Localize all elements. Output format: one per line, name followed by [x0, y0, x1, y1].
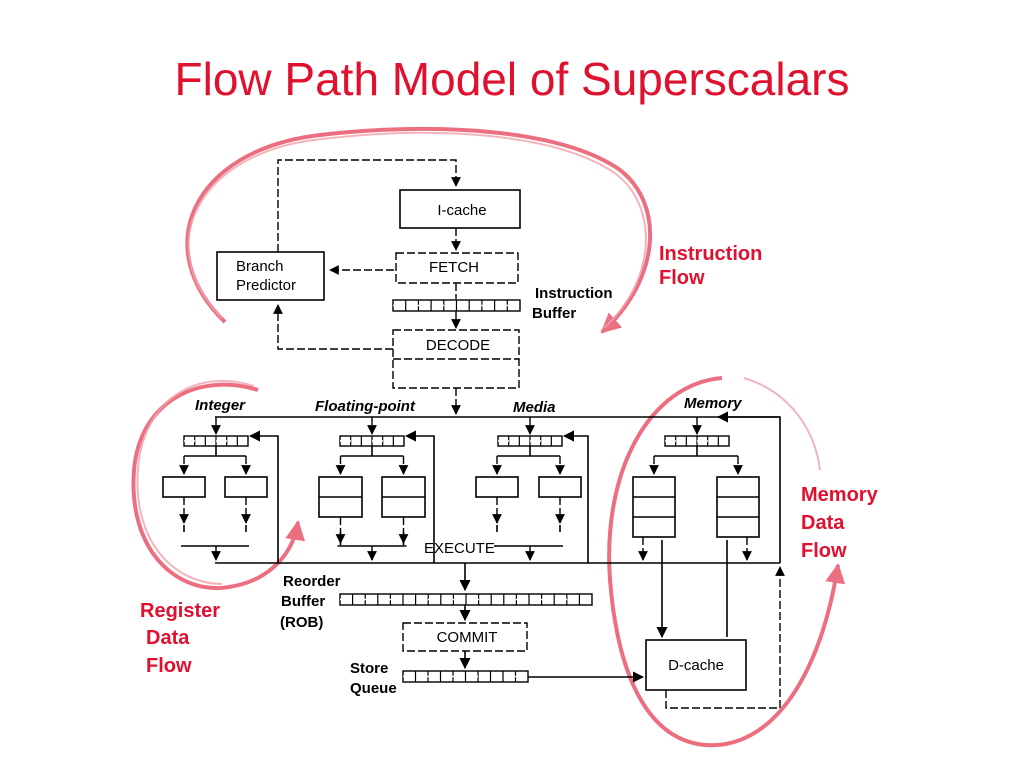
instruction-buffer-queue [392, 299, 521, 312]
media-unit [475, 417, 589, 563]
branch-predictor-label-1: Branch [236, 258, 284, 275]
register-flow-label-2: Data [146, 627, 190, 649]
floating-point-pipe-left [318, 476, 363, 518]
integer-pipe-left [162, 476, 206, 498]
memory-label: Memory [684, 395, 742, 412]
floating-point-unit [318, 417, 435, 563]
commit-label: COMMIT [437, 629, 498, 646]
memory-unit [632, 417, 760, 561]
reorder-buffer-queue [339, 593, 593, 606]
memory-pipe-right [716, 476, 760, 538]
reorder-buffer-label-1: Reorder [283, 573, 341, 590]
instruction-buffer [392, 299, 521, 312]
icache-label: I-cache [437, 202, 486, 219]
page-title: Flow Path Model of Superscalars [174, 53, 850, 105]
memory-flow-label-2: Data [801, 512, 845, 534]
instruction-flow-label-1: Instruction [659, 243, 762, 265]
store-queue [402, 670, 529, 683]
dcache-block: D-cache [645, 639, 747, 691]
register-flow-loop [131, 379, 306, 591]
instruction-buffer-label-1: Instruction [535, 285, 613, 302]
execute-label: EXECUTE [424, 540, 495, 557]
instruction-flow-loop [185, 126, 653, 334]
store-queue-label-2: Queue [350, 680, 397, 697]
media-reservation-station [497, 435, 563, 447]
media-pipe-right [538, 476, 582, 498]
media-label: Media [513, 399, 556, 416]
decode-block: DECODE [392, 329, 520, 389]
functional-units [162, 417, 760, 563]
integer-label: Integer [195, 397, 246, 414]
register-flow-label-1: Register [140, 600, 220, 622]
floating-point-label: Floating-point [315, 398, 416, 415]
store-queue-label-1: Store [350, 660, 388, 677]
reorder-buffer [339, 593, 593, 606]
instruction-buffer-label-2: Buffer [532, 305, 576, 322]
floating-point-reservation-station [339, 435, 405, 447]
instruction-flow-label-2: Flow [659, 267, 705, 289]
fetch-label: FETCH [429, 259, 479, 276]
memory-flow-loop [607, 376, 846, 748]
media-pipe-left [475, 476, 519, 498]
memory-reservation-station [664, 435, 730, 447]
reorder-buffer-label-3: (ROB) [280, 614, 323, 631]
dcache-label: D-cache [668, 657, 724, 674]
floating-point-pipe-right [381, 476, 426, 518]
branch-predictor-label-2: Predictor [236, 277, 296, 294]
integer-pipe-right [224, 476, 268, 498]
memory-flow-label-3: Flow [801, 540, 847, 562]
integer-reservation-station [183, 435, 249, 447]
register-flow-label-3: Flow [146, 655, 192, 677]
commit-block: COMMIT [402, 622, 528, 652]
branch-predictor-block: Branch Predictor [216, 251, 325, 301]
store-queue-queue [402, 670, 529, 683]
reorder-buffer-label-2: Buffer [281, 593, 325, 610]
memory-flow-label-1: Memory [801, 484, 879, 506]
decode-label: DECODE [426, 337, 490, 354]
integer-unit [162, 417, 279, 563]
icache-block: I-cache [399, 189, 521, 229]
fetch-block: FETCH [395, 252, 519, 284]
memory-pipe-left [632, 476, 676, 538]
